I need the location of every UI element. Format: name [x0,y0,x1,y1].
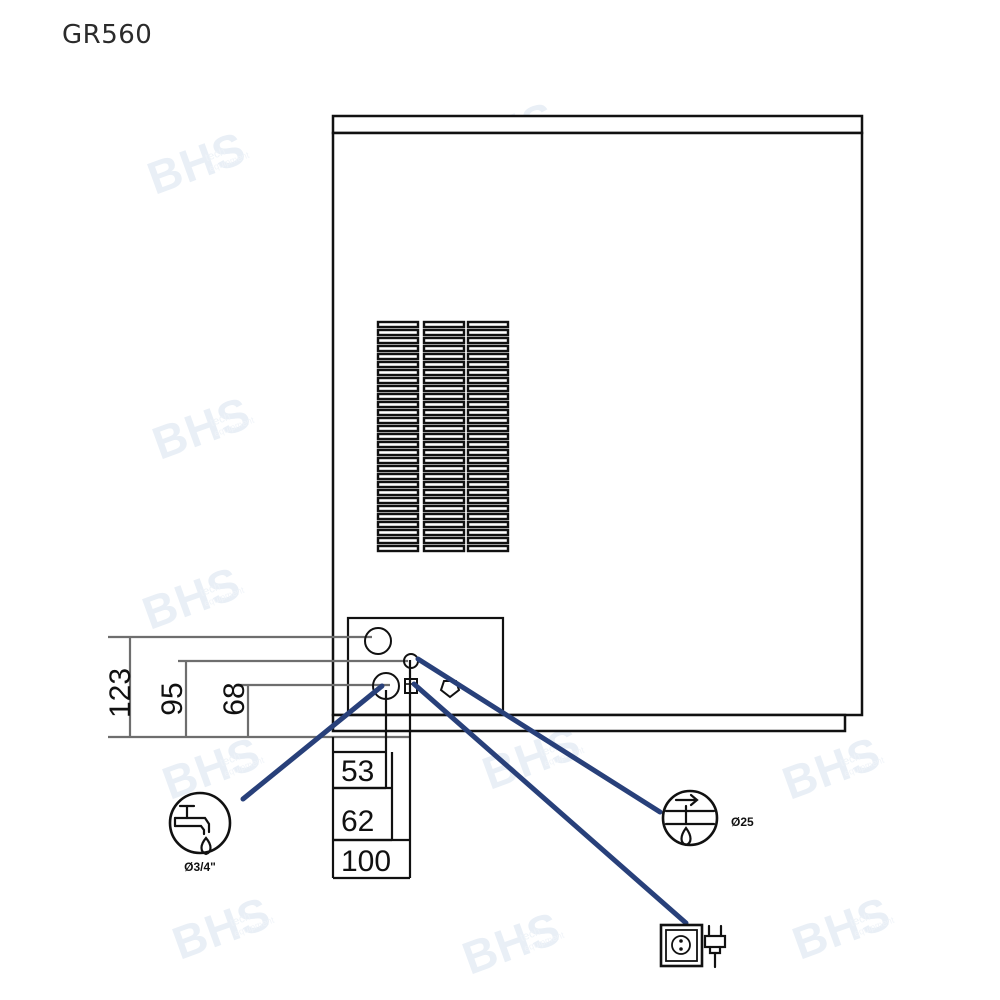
grille-column-3 [466,320,510,553]
power-supply-icon-group[interactable] [659,923,727,969]
power-socket-pin-top [679,939,683,943]
ventilation-grille [376,320,510,553]
power-plug-icon [703,924,727,969]
leader-to-power-icon [411,681,689,926]
drain-icon [664,793,716,847]
dim-label-95: 95 [156,682,189,715]
power-socket-inner [665,929,698,962]
dim-label-62: 62 [341,805,374,838]
drain-outlet-icon-group[interactable]: Ø25 [661,789,754,847]
top-lid [331,114,864,135]
grille-column-1 [376,320,420,553]
drain-icon-circle [661,789,719,847]
leader-to-water-icon [240,683,385,802]
water-inlet-label: Ø3/4" [184,860,216,874]
horizontal-dimension-group [331,660,412,880]
water-inlet-icon-group[interactable]: Ø3/4" [168,791,232,874]
dim-label-53: 53 [341,755,374,788]
horizontal-dimension-labels: 53 62 100 [341,755,391,878]
leader-lines [240,656,689,926]
drain-outlet-label: Ø25 [731,815,754,829]
power-socket-pin-bottom [679,947,683,951]
secondary-port [372,672,400,700]
vertical-dimension-labels: 123 95 68 [104,668,251,718]
leader-to-drain-icon [415,656,663,815]
page-title: GR560 [62,20,153,50]
faucet-icon-circle [168,791,232,855]
grille-column-2 [422,320,466,553]
vertical-dimension-group [108,635,410,739]
dim-label-68: 68 [218,682,251,715]
connection-panel [346,616,505,717]
power-socket-outer [659,923,704,968]
water-inlet-port [364,627,392,655]
dim-label-100: 100 [341,845,391,878]
faucet-icon [173,804,212,856]
power-socket-circle [671,935,691,955]
dim-label-123: 123 [104,668,137,718]
